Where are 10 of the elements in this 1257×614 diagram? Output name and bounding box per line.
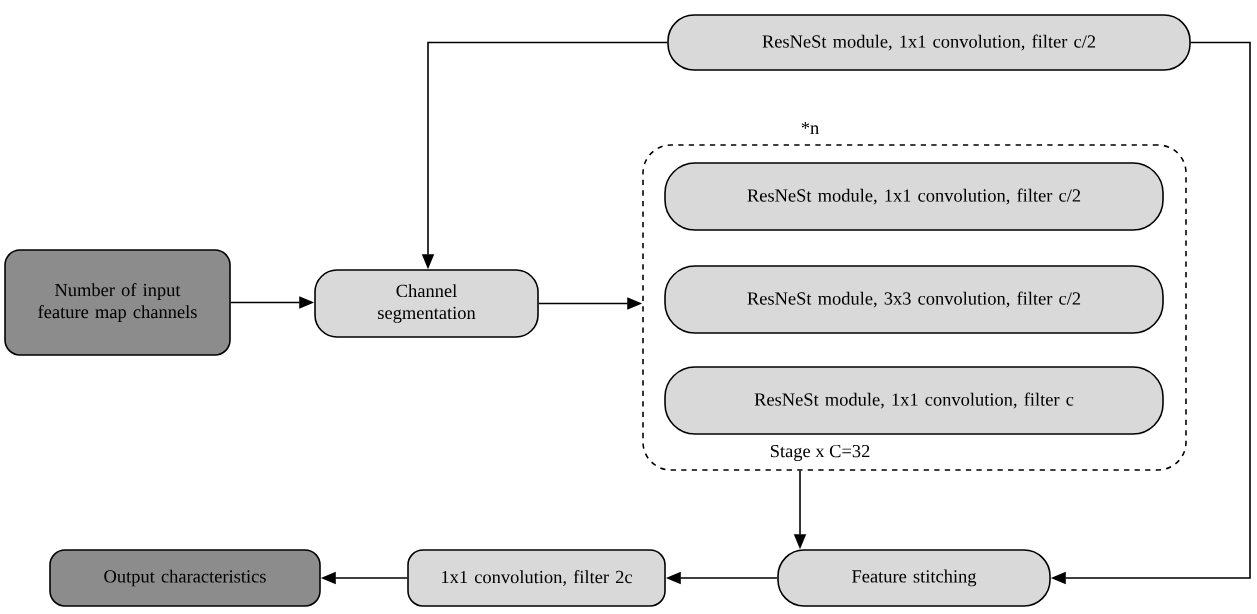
process-box: ResNeSt module, 3x3 convolution, filter c/2 xyxy=(664,265,1164,334)
process-box: ResNeSt module, 1x1 convolution, filter c/2 xyxy=(667,14,1191,71)
process-box: 1x1 convolution, filter 2c xyxy=(407,549,666,607)
process-box: Output characteristics xyxy=(49,549,321,607)
repeat-label: *n xyxy=(801,121,819,135)
process-box: ResNeSt module, 1x1 convolution, filter c/2 xyxy=(664,162,1164,231)
process-box: Feature stitching xyxy=(777,549,1051,607)
process-box: ResNeSt module, 1x1 convolution, filter c xyxy=(664,366,1164,435)
process-box: Number of input feature map channels xyxy=(4,249,231,356)
process-box: Channel segmentation xyxy=(314,269,539,338)
